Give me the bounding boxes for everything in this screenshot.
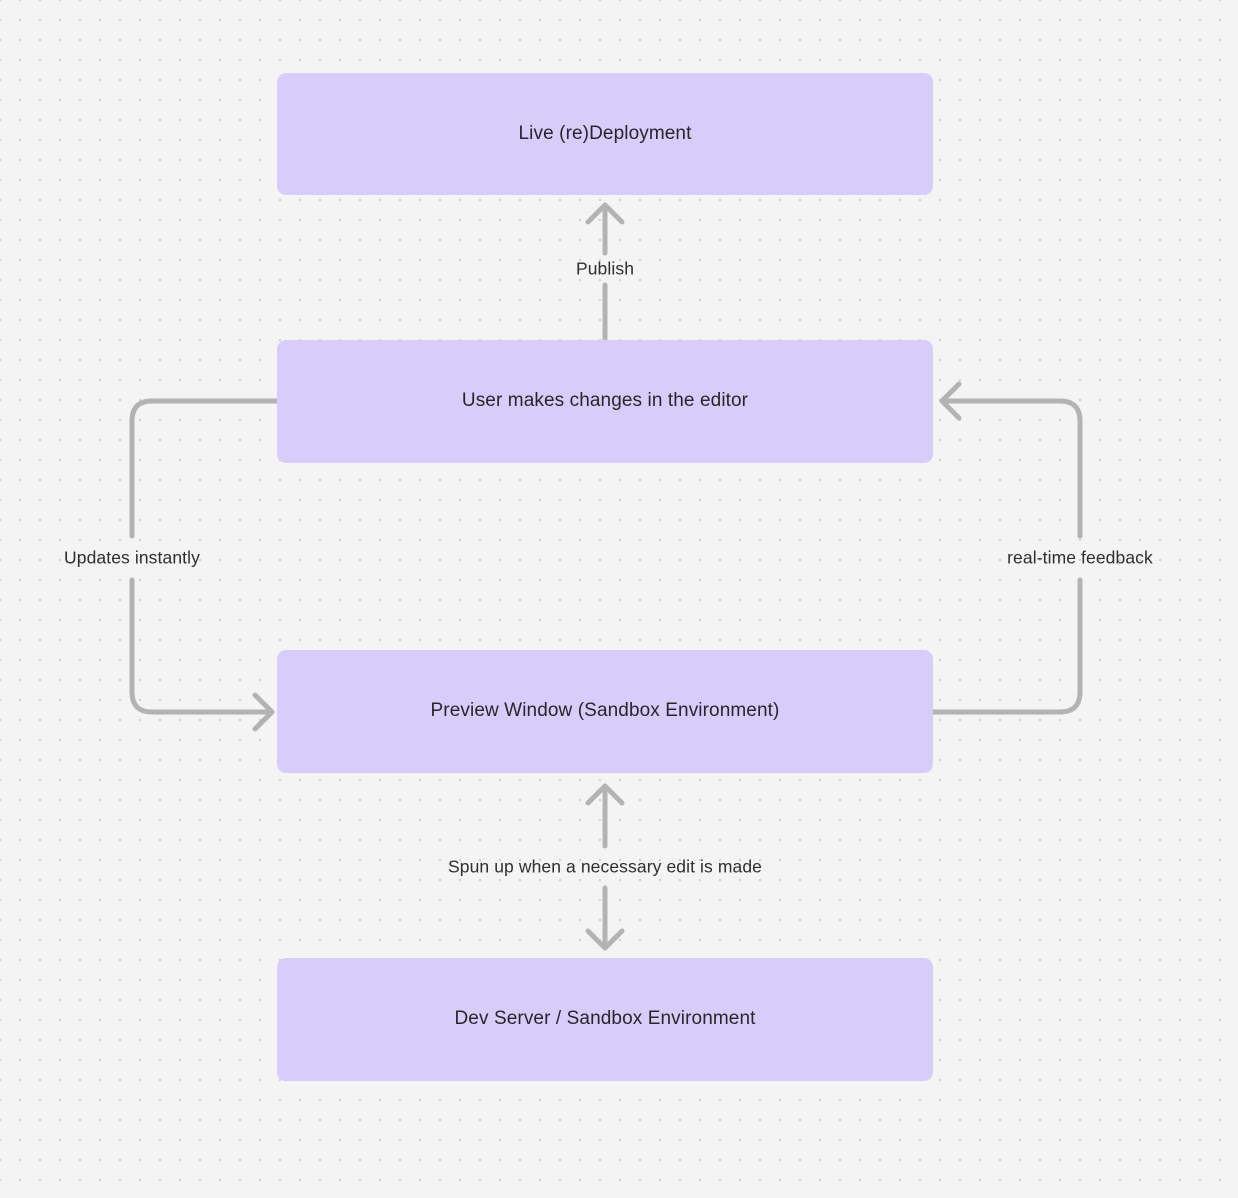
node-label: Live (re)Deployment xyxy=(518,122,692,144)
arrowhead-right-updates xyxy=(252,692,275,732)
arrowhead-down-spun xyxy=(585,928,625,951)
node-dev-server[interactable]: Dev Server / Sandbox Environment xyxy=(277,958,933,1081)
node-live-deployment[interactable]: Live (re)Deployment xyxy=(277,73,933,195)
edge-label-updates-instantly: Updates instantly xyxy=(64,547,200,568)
arrowhead-up-publish xyxy=(585,202,625,225)
arrowhead-up-spun xyxy=(585,783,625,806)
edge-label-real-time-feedback: real-time feedback xyxy=(1007,547,1153,568)
node-user-edits[interactable]: User makes changes in the editor xyxy=(277,340,933,463)
node-label: User makes changes in the editor xyxy=(461,390,749,412)
node-label: Dev Server / Sandbox Environment xyxy=(454,1008,756,1030)
node-label: Preview Window (Sandbox Environment) xyxy=(430,700,780,722)
edge-label-spun-up: Spun up when a necessary edit is made xyxy=(447,856,763,877)
node-preview-window[interactable]: Preview Window (Sandbox Environment) xyxy=(277,650,933,773)
arrowhead-left-feedback xyxy=(939,381,962,421)
edge-label-publish: Publish xyxy=(575,258,635,279)
